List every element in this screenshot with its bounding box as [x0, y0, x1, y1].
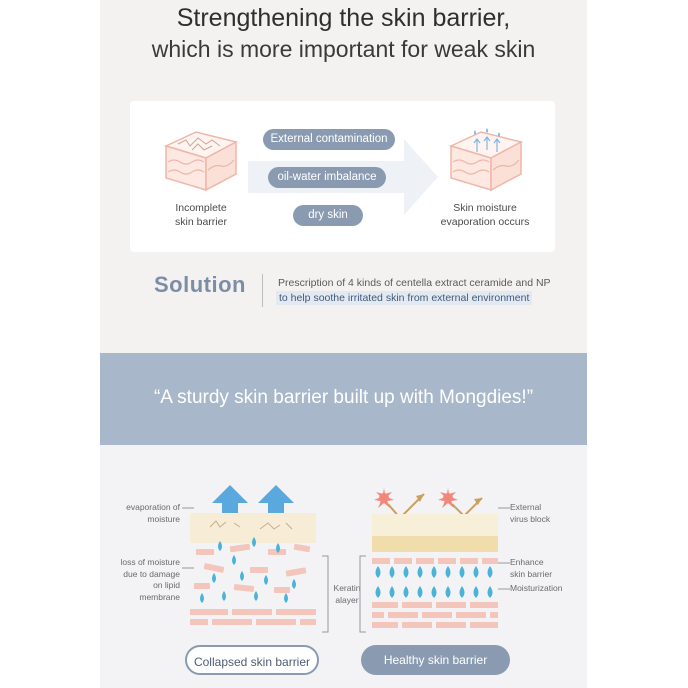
product-detail-page: Strengthening the skin barrier, which is… — [100, 0, 587, 688]
virus-block-label: External virus block — [510, 502, 551, 524]
page-title: Strengthening the skin barrier, — [176, 4, 511, 32]
page-subtitle: which is more important for weak skin — [151, 36, 536, 62]
solution-heading: Solution — [154, 272, 246, 297]
cracked-skin-block-icon — [163, 131, 239, 192]
moisturization-leader-line — [498, 588, 510, 590]
solution-text-line1: Prescription of 4 kinds of centella extr… — [278, 277, 551, 289]
virus-leader-line — [498, 507, 510, 509]
cause-pill-dry-skin: dry skin — [293, 205, 363, 226]
moisture-loss-label: loss of moisture due to damage on lipid … — [120, 557, 180, 602]
healthy-barrier-button[interactable]: Healthy skin barrier — [361, 645, 510, 675]
moisturization-label: Moisturization — [510, 583, 563, 593]
evaporating-skin-block-icon — [448, 128, 524, 192]
solution-divider — [262, 274, 263, 307]
keratin-bracket — [322, 555, 329, 633]
moisture-loss-leader-line — [182, 567, 194, 569]
evaporation-leader-line — [182, 507, 194, 509]
quote-banner — [100, 353, 587, 445]
healthy-barrier-illustration — [372, 488, 498, 628]
evaporation-caption: Skin moisture evaporation occurs — [440, 202, 530, 228]
collapsed-barrier-illustration — [190, 485, 316, 625]
problem-card: Incomplete skin barrier External contami… — [130, 101, 555, 252]
enhance-leader-line — [498, 562, 510, 564]
keratin-layer-label: Keratin alayer — [333, 583, 361, 605]
comparison-section — [100, 445, 587, 688]
keratin-bracket-right — [359, 555, 366, 633]
enhance-barrier-label: Enhance skin barrier — [510, 557, 553, 579]
cause-pill-oil-water-imbalance: oil-water imbalance — [268, 167, 386, 188]
collapsed-barrier-button[interactable]: Collapsed skin barrier — [185, 645, 319, 675]
banner-quote: “A sturdy skin barrier built up with Mon… — [153, 387, 534, 408]
incomplete-barrier-caption: Incomplete skin barrier — [175, 202, 227, 228]
solution-text-line2: to help soothe irritated skin from exter… — [276, 291, 533, 305]
evaporation-label: evaporation of moisture — [126, 502, 180, 524]
virus-burst-icon — [374, 488, 458, 508]
cause-pill-external-contamination: External contamination — [263, 129, 395, 150]
